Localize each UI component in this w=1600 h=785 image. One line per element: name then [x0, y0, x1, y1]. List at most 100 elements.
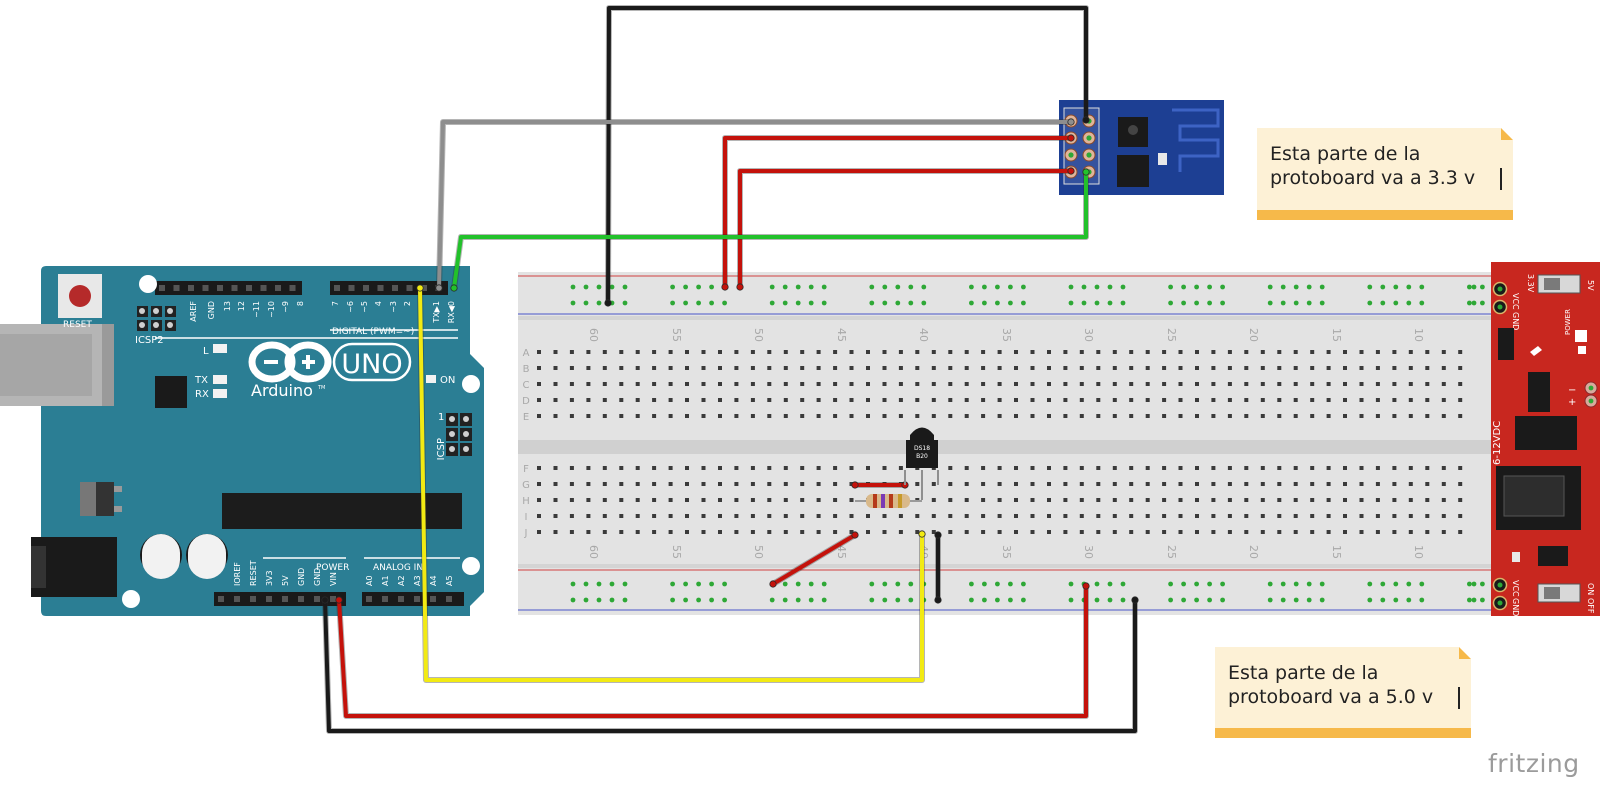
grid-bottom-hole: [1260, 530, 1265, 534]
rail-top-hole: [1008, 284, 1013, 290]
power-pin-label: IOREF: [233, 562, 242, 586]
grid-bottom-hole: [866, 466, 870, 470]
grid-bottom-hole: [1227, 514, 1232, 518]
rail-top-hole: [1021, 300, 1026, 306]
grid-top-hole: [1195, 414, 1199, 418]
grid-top-hole: [1277, 414, 1282, 418]
grid-bottom-hole: [1260, 482, 1265, 486]
grid-top-hole: [1310, 398, 1315, 402]
grid-bottom-hole: [866, 514, 870, 518]
mounting-hole: [122, 590, 140, 608]
grid-top-hole: [1260, 350, 1265, 354]
grid-top-hole: [948, 350, 953, 354]
grid-bottom-hole: [1343, 466, 1347, 470]
power-header-pin: [314, 596, 320, 602]
grid-top-hole: [783, 398, 788, 402]
grid-top-hole: [1112, 366, 1117, 370]
grid-bottom-hole: [668, 514, 673, 518]
rail-bottom-hole: [1406, 597, 1412, 603]
grid-bottom-hole: [915, 482, 920, 486]
rail-top-hole: [882, 284, 888, 290]
grid-top-hole: [602, 366, 607, 370]
grid-top-hole: [849, 414, 854, 418]
grid-top-hole: [1260, 366, 1265, 370]
grid-bottom-hole: [1129, 498, 1134, 502]
note-5v0-fold: [1459, 647, 1471, 659]
icsp2-pin-hole: [167, 322, 173, 328]
grid-top-hole: [981, 366, 986, 370]
grid-bottom-hole: [849, 482, 854, 486]
grid-bottom-hole: [833, 498, 838, 502]
rail-top-hole: [1367, 300, 1373, 306]
rail-top-hole: [1220, 300, 1225, 306]
rail-top-hole: [921, 284, 927, 290]
rail-top-hole: [1068, 284, 1074, 290]
grid-top-hole: [1392, 366, 1397, 370]
grid-bottom-hole: [619, 498, 624, 502]
rail-bottom-hole: [1280, 597, 1286, 603]
rail-top-hole: [670, 300, 675, 306]
grid-top-hole: [734, 350, 739, 354]
pm-label-5v: 5V: [1586, 280, 1595, 291]
grid-bottom-hole: [816, 514, 821, 518]
pm-logo-icon: [1530, 346, 1542, 356]
row-letter: J: [524, 528, 528, 539]
grid-top-hole: [635, 382, 640, 386]
grid-top-hole: [1096, 398, 1101, 402]
grid-top-hole: [1277, 350, 1282, 354]
led-label-tx: TX: [194, 375, 208, 386]
rail-bottom-hole: [622, 597, 628, 603]
grid-top-hole: [1441, 366, 1446, 370]
rail-top-hole: [1107, 300, 1113, 306]
breadboard: 6060555550504545404035353030252520201515…: [518, 272, 1524, 615]
grid-bottom-hole: [783, 466, 788, 470]
wire-gnd-bottom: [323, 599, 1137, 733]
led-tx: [213, 375, 227, 384]
grid-top-hole: [882, 350, 887, 354]
grid-bottom-hole: [1375, 498, 1380, 502]
grid-bottom-hole: [635, 498, 640, 502]
grid-bottom-hole: [1293, 514, 1298, 518]
grid-top-hole: [1293, 398, 1298, 402]
rail-top-hole: [995, 284, 1000, 290]
wire-jumper-end: [769, 580, 777, 588]
rail-bottom-hole: [683, 597, 688, 603]
rail-top-hole: [895, 284, 901, 290]
logo-minus: [264, 360, 278, 364]
header-pin-label: GND: [207, 301, 216, 319]
grid-bottom-hole: [750, 514, 755, 518]
grid-top-hole: [1211, 366, 1216, 370]
grid-top-hole: [1129, 366, 1134, 370]
rail-bottom-hole: [969, 597, 974, 603]
grid-bottom-hole: [1030, 466, 1035, 470]
grid-top-hole: [602, 382, 607, 386]
grid-bottom-hole: [701, 530, 706, 534]
grid-top-hole: [619, 382, 624, 386]
rail-top-hole: [769, 284, 775, 290]
regulator-pin: [114, 486, 122, 492]
grid-top-hole: [750, 414, 755, 418]
rail-bottom-hole: [1393, 597, 1399, 603]
grid-bottom-hole: [701, 498, 706, 502]
grid-top-hole: [1392, 350, 1397, 354]
pm-led: [1578, 346, 1586, 354]
grid-bottom-hole: [997, 482, 1002, 486]
grid-bottom-hole: [718, 482, 722, 486]
grid-top-hole: [718, 398, 722, 402]
header-pin-label: ~9: [281, 301, 290, 313]
rail-top-hole: [1406, 300, 1412, 306]
grid-top-hole: [1129, 382, 1134, 386]
grid-top-hole: [915, 366, 920, 370]
rail-top-hole: [1194, 284, 1199, 290]
grid-bottom-hole: [1359, 466, 1364, 470]
grid-bottom-hole: [1211, 498, 1216, 502]
grid-top-hole: [1047, 398, 1051, 402]
note-3v3-text: Esta parte de la protoboard va a 3.3 v: [1270, 142, 1475, 190]
grid-bottom-hole: [553, 466, 558, 470]
grid-bottom-hole: [800, 530, 805, 534]
grid-bottom-hole: [1359, 514, 1364, 518]
pm-barrel-jack-inner: [1503, 475, 1565, 517]
grid-bottom-hole: [569, 514, 574, 518]
rail-bottom-hole: [1471, 581, 1477, 587]
grid-bottom-hole: [981, 466, 986, 470]
